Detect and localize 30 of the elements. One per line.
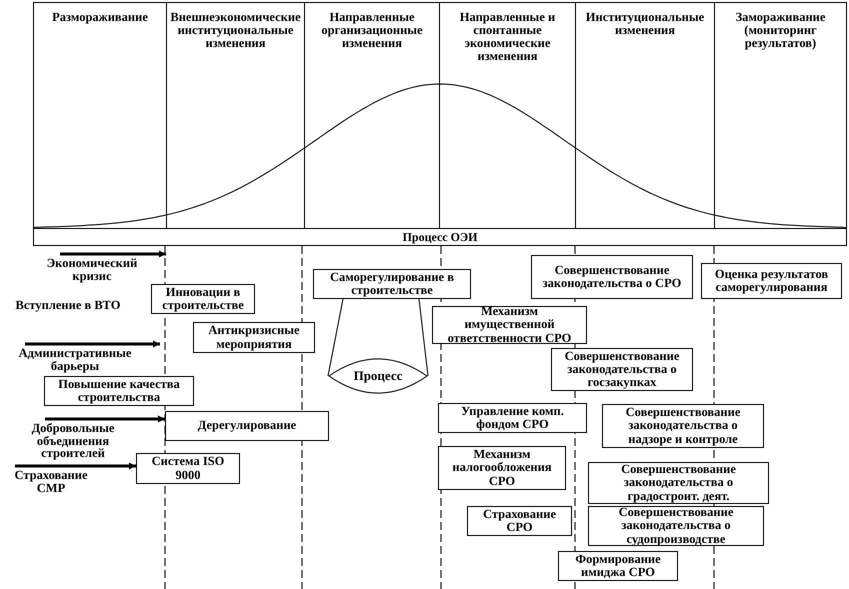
factor-label: Вступление в ВТО	[12, 296, 124, 328]
factor-label: Страхование СМР	[5, 466, 97, 496]
process-box: Страхование СРО	[467, 506, 572, 536]
factor-label: Административные барьеры	[14, 344, 136, 376]
process-box: Повышение качества строительства	[44, 376, 194, 406]
process-box: Формирование имиджа СРО	[558, 551, 678, 581]
process-box: Совершенствование законодательства о судопроизводстве	[588, 506, 764, 546]
factor-label: Добровольные объединения строителей	[18, 419, 128, 459]
process-box: Совершенствование законодательства о СРО	[531, 255, 693, 299]
process-lens: Процесс	[328, 358, 428, 394]
process-box: Совершенствование законодательства о надзоре и контроле	[602, 404, 764, 448]
process-box: Совершенствование законодательства о госзакупках	[551, 348, 693, 391]
process-box: Антикризисные мероприятия	[193, 322, 315, 353]
process-box: Оценка результатов саморегулирования	[701, 263, 842, 299]
process-box: Система ISO 9000	[136, 453, 240, 484]
process-box: Управление комп. фондом СРО	[438, 403, 587, 433]
arrow	[45, 416, 165, 422]
process-box: Механизм налогообложения СРО	[438, 446, 566, 490]
process-box: Инновации в строительстве	[151, 284, 255, 314]
arrow	[15, 462, 136, 470]
process-box: Механизм имущественной ответственности СРО	[432, 306, 587, 344]
process-box: Дерегулирование	[165, 411, 329, 441]
process-box: Совершенствование законодательства о градостроит. деят.	[588, 462, 769, 504]
factor-label: Экономический кризис	[36, 254, 148, 286]
process-band: Процесс ОЭИ	[33, 228, 847, 246]
arrow	[60, 250, 166, 258]
process-box: Саморегулирование в строительстве	[313, 269, 471, 299]
connector-line	[418, 298, 428, 376]
arrow	[25, 340, 160, 348]
connector-line	[328, 298, 344, 376]
